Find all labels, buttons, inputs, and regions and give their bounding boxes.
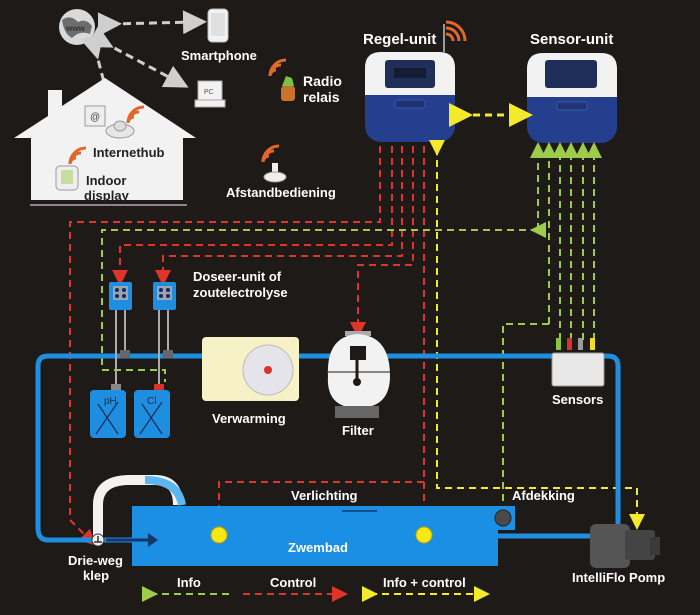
doseer-unit-ph bbox=[109, 282, 132, 384]
legend-info-control-label: Info + control bbox=[383, 575, 466, 590]
sensor-probe bbox=[590, 338, 595, 350]
sensor-probe bbox=[556, 338, 561, 350]
doseer-label-line1: Doseer-unit of bbox=[193, 269, 282, 284]
sensor-unit-label: Sensor-unit bbox=[530, 31, 613, 48]
svg-text:www: www bbox=[65, 24, 85, 33]
radio-relais-label-line1: Radio bbox=[303, 73, 342, 89]
indoor-display-label-line1: Indoor bbox=[86, 173, 126, 188]
info-lines bbox=[101, 142, 602, 512]
svg-text:PC: PC bbox=[204, 89, 214, 96]
legend: Info Control Info + control bbox=[142, 575, 490, 602]
water-pipe-loop bbox=[35, 353, 621, 543]
svg-text:Cl: Cl bbox=[147, 396, 156, 407]
radio-relais-label-line2: relais bbox=[303, 89, 340, 105]
pc-icon: PC bbox=[194, 80, 226, 108]
radio-relais-icon bbox=[281, 76, 295, 101]
wifi-icon bbox=[68, 146, 87, 165]
wifi-icon bbox=[268, 58, 287, 77]
doseer-unit-cl bbox=[153, 282, 176, 384]
afstandbediening-label: Afstandbediening bbox=[226, 185, 336, 200]
globe-pc-link bbox=[86, 25, 189, 88]
filter-icon bbox=[327, 331, 390, 418]
intelliflo-pump-icon bbox=[590, 524, 660, 568]
wifi-icon bbox=[261, 144, 280, 163]
regel-unit-label: Regel-unit bbox=[363, 31, 436, 48]
globe-icon: www bbox=[59, 9, 95, 45]
sensors-label: Sensors bbox=[552, 392, 603, 407]
globe-smartphone-link bbox=[97, 10, 207, 37]
sensor-unit-device bbox=[527, 53, 617, 143]
indoor-display-label-line2: display bbox=[84, 188, 130, 203]
internethub-label: Internethub bbox=[93, 145, 165, 160]
svg-text:@: @ bbox=[90, 112, 100, 123]
drie-weg-label-line1: Drie-weg bbox=[68, 553, 123, 568]
internethub-icon: @ bbox=[84, 105, 135, 139]
sensors-block bbox=[551, 338, 605, 387]
intelliflo-label: IntelliFlo Pomp bbox=[572, 570, 665, 585]
zwembad-pool bbox=[132, 506, 498, 566]
flow-arrow-icon bbox=[148, 533, 158, 547]
sensor-probe bbox=[567, 338, 572, 350]
heater-icon bbox=[202, 337, 299, 401]
zwembad-label: Zwembad bbox=[288, 540, 348, 555]
filter-label: Filter bbox=[342, 423, 374, 438]
regel-unit-device bbox=[365, 52, 455, 142]
legend-info-label: Info bbox=[177, 575, 201, 590]
globe-hub-link bbox=[80, 33, 119, 117]
pool-light-2 bbox=[415, 526, 433, 544]
afdekking-icon bbox=[494, 509, 512, 527]
remote-control-icon bbox=[263, 163, 287, 183]
verlichting-label: Verlichting bbox=[291, 488, 358, 503]
svg-text:pH: pH bbox=[104, 396, 117, 407]
legend-control-label: Control bbox=[270, 575, 316, 590]
doseer-label-line2: zoutelectrolyse bbox=[193, 285, 288, 300]
control-lines bbox=[69, 146, 432, 546]
pump-info-control-line bbox=[429, 140, 645, 530]
wifi-icon bbox=[126, 105, 145, 124]
pool-light-1 bbox=[210, 526, 228, 544]
sensor-probe bbox=[578, 338, 583, 350]
indoor-display-icon bbox=[55, 165, 79, 191]
cl-tank: Cl bbox=[134, 384, 170, 438]
ph-tank: pH bbox=[90, 384, 126, 438]
smartphone-label: Smartphone bbox=[181, 48, 257, 63]
drie-weg-label-line2: klep bbox=[83, 568, 109, 583]
smartphone-icon bbox=[207, 8, 229, 43]
wifi-icon bbox=[445, 20, 467, 42]
afdekking-label: Afdekking bbox=[512, 488, 575, 503]
verwarming-label: Verwarming bbox=[212, 411, 286, 426]
